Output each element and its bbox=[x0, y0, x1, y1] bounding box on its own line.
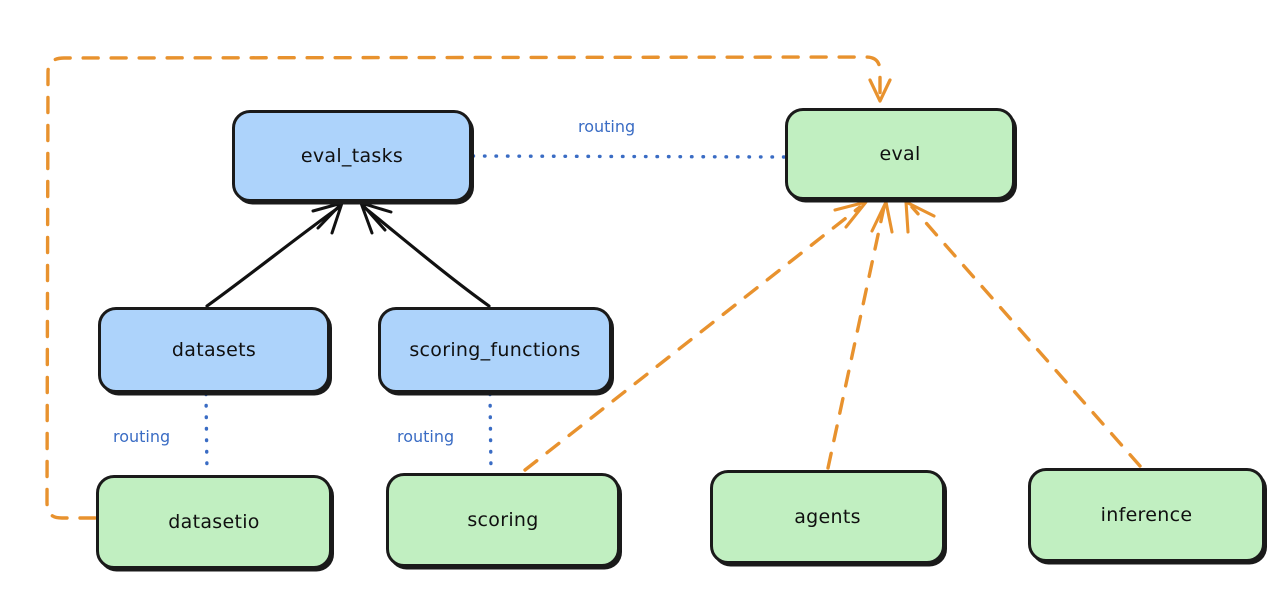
edge-label-routing-scoring: routing bbox=[397, 427, 455, 446]
node-agents[interactable]: agents bbox=[710, 470, 945, 564]
node-label-eval: eval bbox=[879, 143, 921, 165]
edge-datasetio-to-eval-dependency bbox=[45, 55, 892, 520]
edge-label-routing-eval: routing bbox=[578, 117, 636, 136]
node-label-datasetio: datasetio bbox=[168, 511, 260, 533]
node-label-agents: agents bbox=[794, 506, 861, 528]
edge-scoring-functions-to-scoring-routing bbox=[488, 392, 493, 474]
edge-scoring-functions-to-eval-tasks bbox=[359, 201, 491, 308]
node-label-scoring-functions: scoring_functions bbox=[409, 339, 581, 361]
node-eval[interactable]: eval bbox=[785, 108, 1015, 200]
edge-inference-to-eval-dependency bbox=[904, 200, 1142, 468]
edge-eval-tasks-to-eval-routing bbox=[471, 154, 786, 159]
node-label-eval-tasks: eval_tasks bbox=[300, 145, 404, 167]
node-eval-tasks[interactable]: eval_tasks bbox=[232, 110, 472, 202]
node-datasets[interactable]: datasets bbox=[98, 307, 330, 393]
edge-datasets-to-eval-tasks bbox=[205, 201, 344, 308]
node-scoring[interactable]: scoring bbox=[386, 473, 620, 567]
node-label-inference: inference bbox=[1100, 504, 1193, 526]
node-datasetio[interactable]: datasetio bbox=[96, 475, 332, 569]
node-scoring-functions[interactable]: scoring_functions bbox=[378, 307, 612, 393]
edge-label-routing-datasets: routing bbox=[113, 427, 171, 446]
node-label-scoring: scoring bbox=[467, 509, 539, 531]
node-inference[interactable]: inference bbox=[1028, 468, 1265, 562]
edge-datasets-to-datasetio-routing bbox=[204, 392, 209, 476]
edge-scoring-to-eval-dependency bbox=[523, 200, 868, 472]
edge-agents-to-eval-dependency bbox=[826, 200, 894, 470]
node-label-datasets: datasets bbox=[171, 339, 257, 361]
